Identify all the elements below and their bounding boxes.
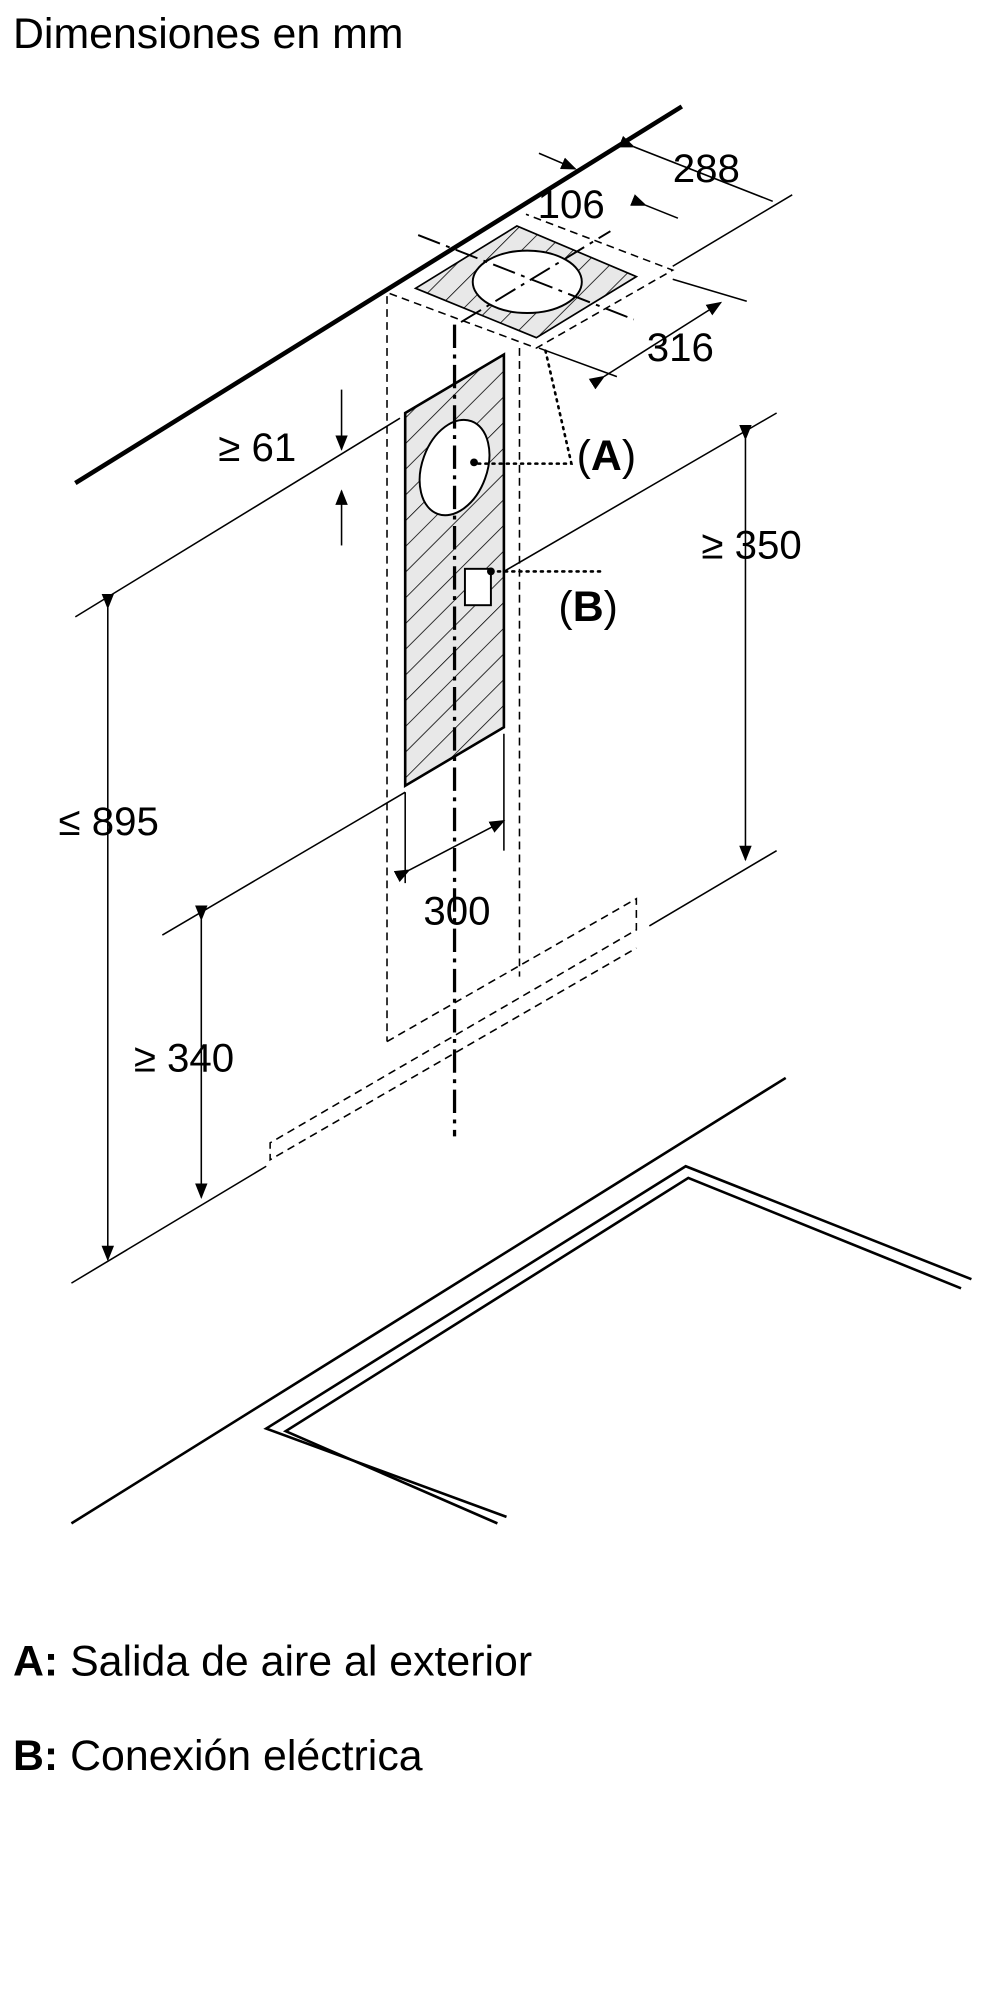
dim-300: 300 [423,889,490,934]
legend-a: A: Salida de aire al exterior [13,1637,532,1685]
dim-61: ≥ 61 [218,425,296,470]
dim-350: ≥ 350 [701,522,801,567]
callout-a: (A) [577,432,637,480]
ceiling-cutout [389,213,675,349]
dim-288: 288 [673,146,740,191]
svg-text:A: Salida de aire al exterior: A: Salida de aire al exterior [13,1637,532,1685]
dim-340: ≥ 340 [134,1035,234,1080]
electrical-socket-icon [463,567,492,607]
page-title: Dimensiones en mm [13,10,404,58]
dim-106: 106 [538,182,605,227]
callout-b: (B) [558,583,618,631]
ceiling-line [74,104,684,486]
cooktop [70,1076,972,1525]
svg-text:B: Conexión eléctrica: B: Conexión eléctrica [13,1732,423,1780]
dim-316: 316 [647,325,714,370]
dim-895: ≤ 895 [58,799,158,844]
legend-b: B: Conexión eléctrica [13,1732,423,1780]
